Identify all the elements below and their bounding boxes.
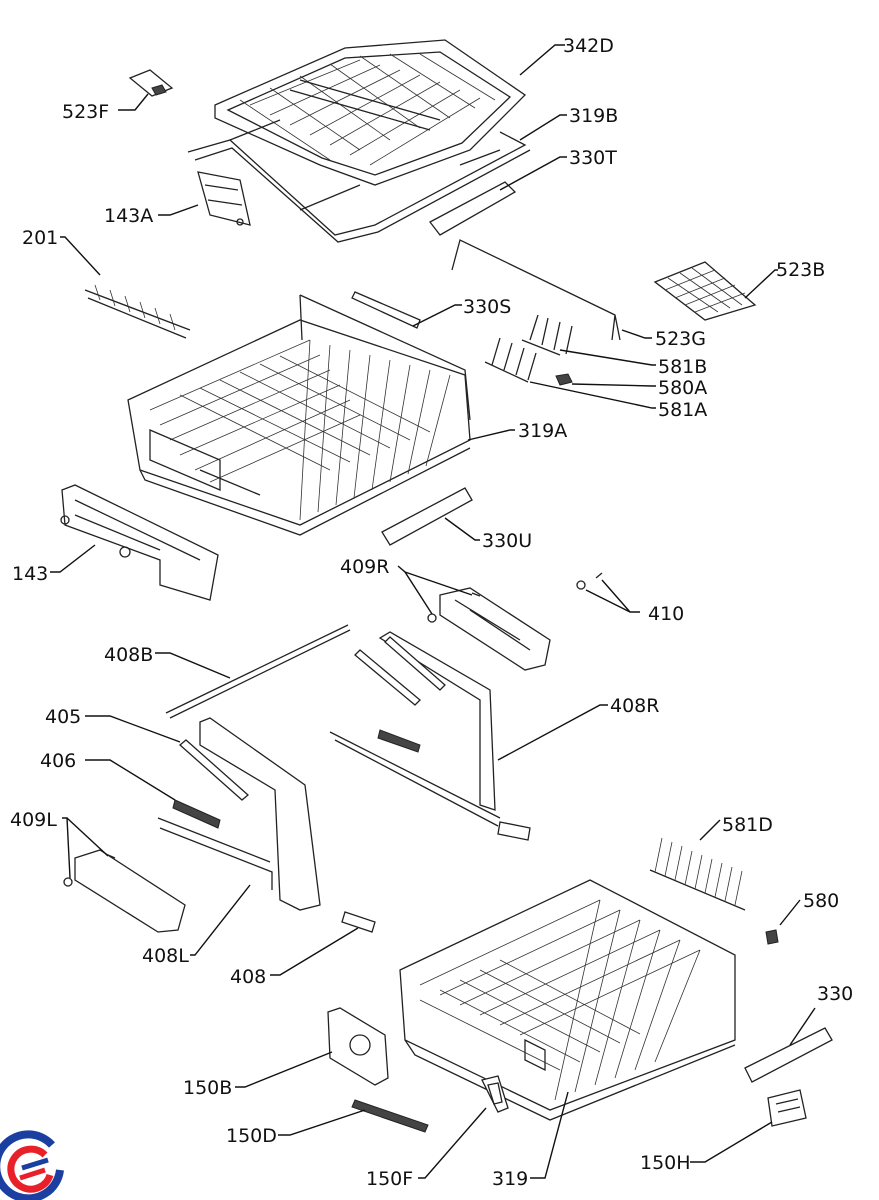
part-150B-housing	[327, 1007, 389, 1086]
part-330-trim	[744, 1027, 833, 1083]
part-319-lower-rack	[399, 879, 736, 1121]
part-143A-bracket	[197, 171, 251, 226]
part-408L-rail-assembly	[157, 717, 321, 911]
part-330T-trim	[429, 181, 517, 236]
part-330U-trim	[381, 487, 473, 546]
part-143-bracket	[60, 484, 219, 601]
label-523G: 523G	[655, 328, 706, 350]
brand-logo	[0, 1130, 64, 1200]
label-143A: 143A	[104, 205, 153, 227]
part-408B-rod	[165, 624, 351, 719]
part-150F-clip	[481, 1075, 509, 1113]
label-405: 405	[45, 706, 81, 728]
part-523F-clip	[128, 69, 174, 97]
part-523B-module	[653, 261, 757, 321]
part-409L-bracket	[63, 849, 186, 933]
label-581A: 581A	[658, 399, 707, 421]
part-580A-clip	[555, 373, 573, 386]
label-330T: 330T	[569, 147, 617, 169]
label-408R: 408R	[610, 695, 659, 717]
label-342D: 342D	[563, 35, 614, 57]
label-150B: 150B	[183, 1077, 232, 1099]
part-150H-housing	[767, 1089, 807, 1127]
part-201-clips	[84, 284, 191, 339]
label-319A: 319A	[518, 420, 567, 442]
label-580A: 580A	[658, 377, 707, 399]
part-labels: 342D 523F 319B 330T 143A 201 523B 330S 5…	[10, 35, 853, 1190]
label-330U: 330U	[482, 530, 532, 552]
label-406: 406	[40, 750, 76, 772]
part-581D-tines	[649, 837, 746, 911]
label-319B: 319B	[569, 105, 618, 127]
label-408: 408	[230, 966, 266, 988]
label-581B: 581B	[658, 356, 707, 378]
part-408R-rail-assembly	[329, 631, 531, 841]
part-408-clip	[341, 911, 376, 933]
part-406-rail	[172, 799, 221, 829]
label-408L: 408L	[142, 945, 189, 967]
part-580-clip	[765, 929, 779, 945]
part-581B-tines	[521, 314, 573, 356]
part-581A-tines	[484, 337, 537, 383]
label-319: 319	[492, 1168, 528, 1190]
part-342D-cutlery-tray	[214, 39, 527, 186]
label-410: 410	[648, 603, 684, 625]
part-410-screws	[576, 572, 603, 590]
part-409R-bracket	[427, 587, 551, 671]
label-201: 201	[22, 227, 58, 249]
label-581D: 581D	[722, 814, 773, 836]
part-319A-upper-rack	[127, 294, 471, 536]
label-523F: 523F	[62, 101, 109, 123]
part-319B-tray-rail	[187, 119, 531, 243]
part-523G-wire	[451, 239, 621, 341]
label-330S: 330S	[463, 296, 511, 318]
part-150D-rail	[351, 1099, 429, 1133]
label-150H: 150H	[640, 1152, 691, 1174]
label-330: 330	[817, 983, 853, 1005]
label-580: 580	[803, 890, 839, 912]
part-330S-bar	[351, 291, 421, 329]
label-143: 143	[12, 563, 48, 585]
label-409L: 409L	[10, 809, 57, 831]
part-405-damper	[179, 739, 249, 801]
label-523B: 523B	[776, 259, 825, 281]
label-409R: 409R	[340, 556, 389, 578]
label-150D: 150D	[226, 1125, 277, 1147]
label-408B: 408B	[104, 644, 153, 666]
leader-lines	[50, 44, 816, 1179]
label-150F: 150F	[366, 1168, 413, 1190]
